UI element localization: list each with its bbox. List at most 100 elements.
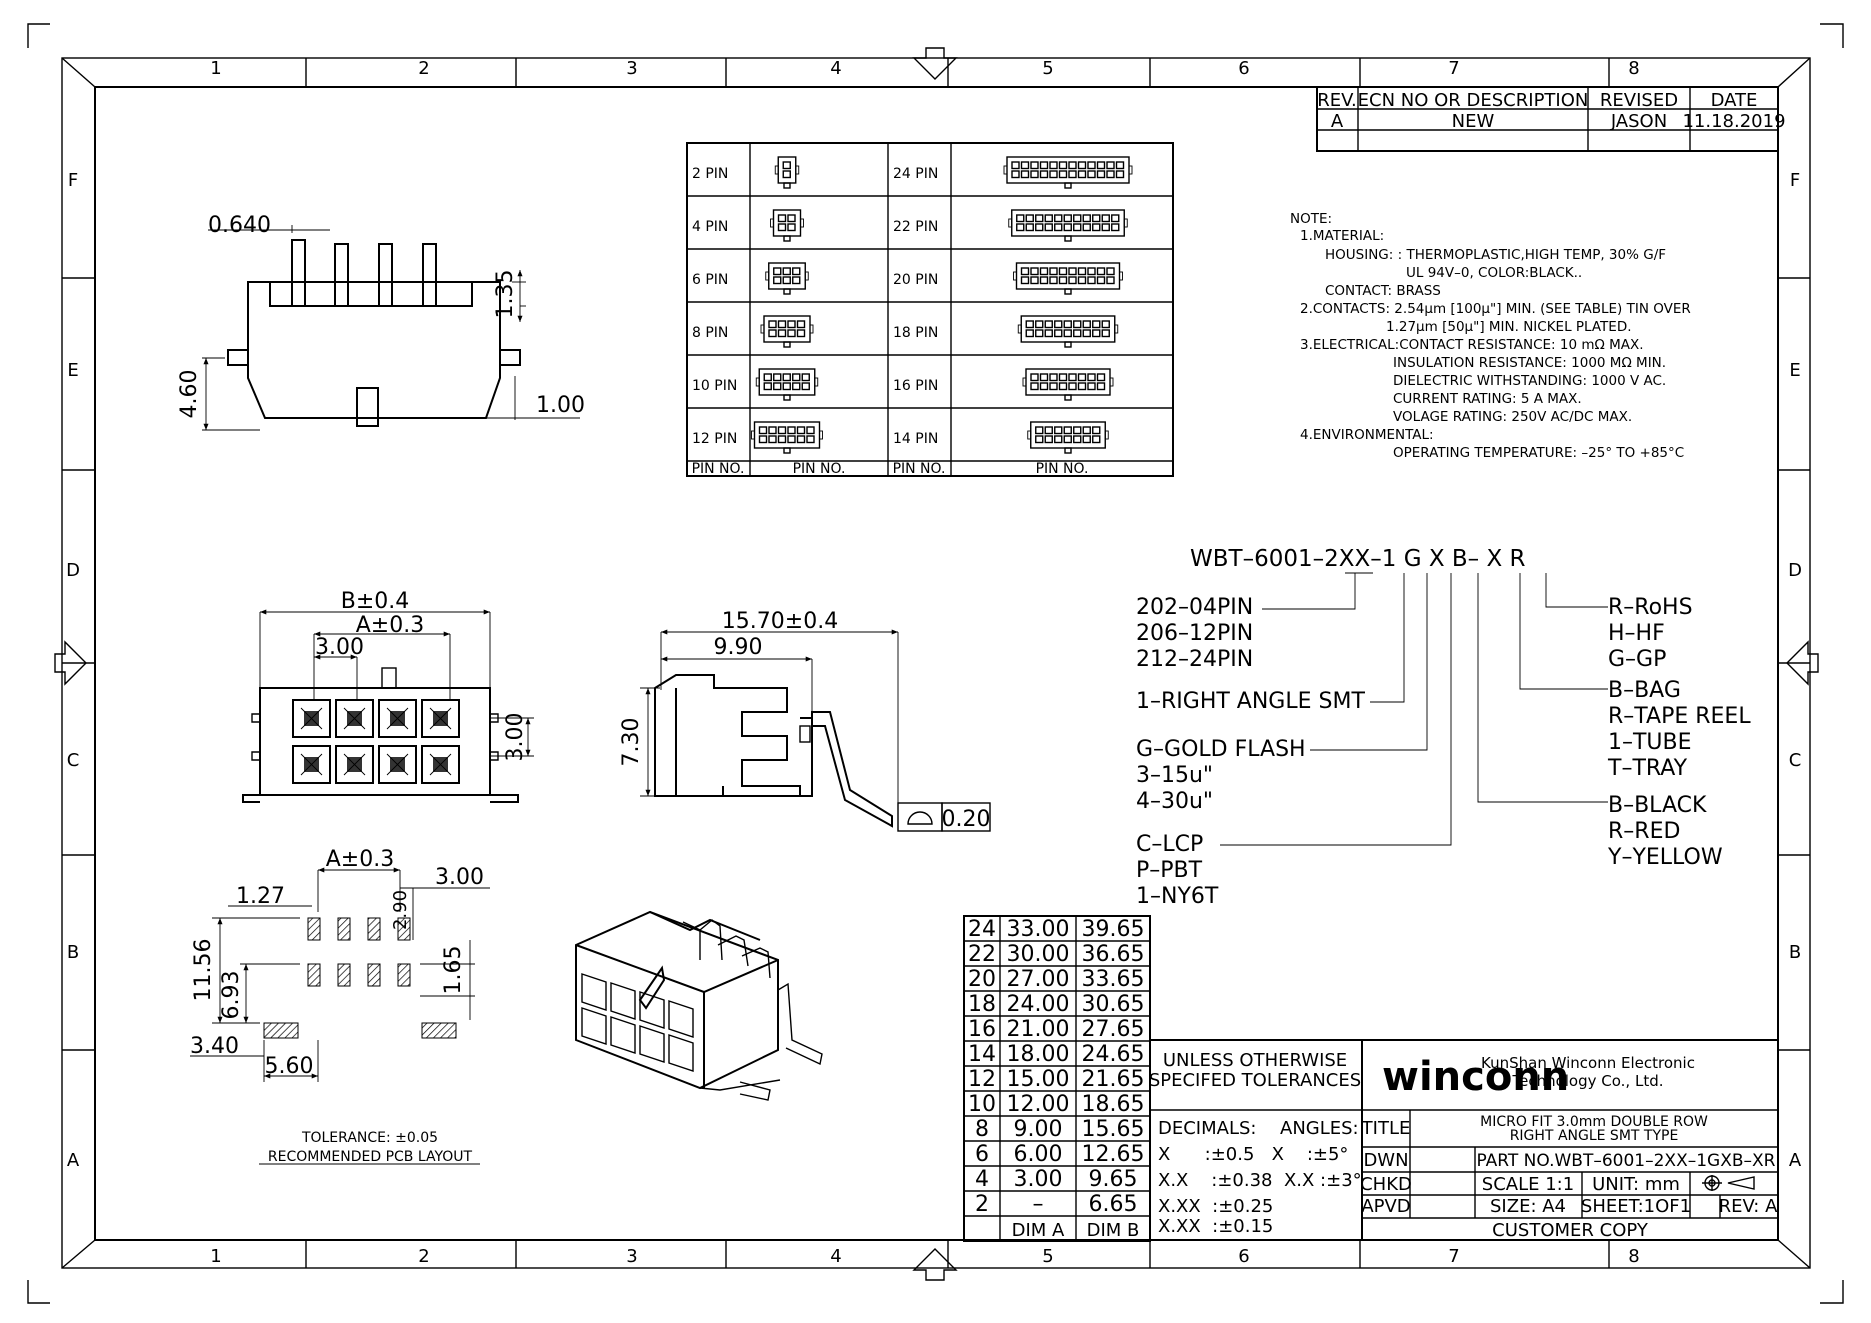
row-label: E [1789, 360, 1800, 381]
iso-cavity [668, 1034, 694, 1072]
pin-label: 22 PIN [893, 219, 938, 235]
size-value: SIZE: A4 [1490, 1196, 1566, 1217]
pcb-pad [307, 963, 321, 987]
frame-chamfers [61, 57, 1811, 1269]
note-line: CURRENT RATING: 5 A MAX. [1393, 391, 1582, 407]
dim-table-cell: 30.00 [1007, 942, 1070, 967]
date-header: DATE [1711, 90, 1758, 111]
dim-table-cell: 10 [968, 1092, 996, 1117]
row-label: D [66, 560, 80, 581]
center-arrow-bottom-icon [912, 1248, 958, 1281]
dim-460: 4.60 [177, 370, 202, 419]
dim-table-cell: 15.65 [1082, 1117, 1145, 1142]
customer-copy: CUSTOMER COPY [1492, 1220, 1649, 1241]
title-line-1: MICRO FIT 3.0mm DOUBLE ROW [1480, 1114, 1708, 1130]
part-code: WBT–6001–2XX–1 G X B– X R 202–04PIN 206–… [1136, 546, 1751, 909]
revised-header: REVISED [1600, 90, 1678, 111]
contact-cavity [378, 745, 417, 784]
col-label: 8 [1628, 1246, 1639, 1267]
pcb-dim-560: 5.60 [265, 1054, 314, 1079]
row-label: D [1788, 560, 1802, 581]
dim-table-cell: 16 [968, 1017, 996, 1042]
dim-table-cell: 20 [968, 967, 996, 992]
contact-cavity [335, 745, 374, 784]
tol-line: X.X :±0.38 X.X :±3° [1158, 1170, 1362, 1191]
contact-cavity [378, 699, 417, 738]
pcb-pad [397, 963, 411, 987]
brand-logo: winconn [1382, 1054, 1569, 1100]
pcb-dim-290: 2.90 [390, 890, 411, 930]
code-option: G–GOLD FLASH [1136, 737, 1306, 762]
connector-thumbnail-icon [1017, 315, 1119, 348]
col-label: 8 [1628, 58, 1639, 79]
revised-value: JASON [1610, 111, 1667, 132]
dim-0640: 0.640 [208, 213, 271, 238]
iso-cavity [610, 1016, 636, 1054]
dim-table-cell: 9.00 [1014, 1117, 1063, 1142]
col-label: 6 [1238, 58, 1249, 79]
tol-decimals: DECIMALS: [1158, 1118, 1256, 1139]
notes-block: NOTE: 1.MATERIAL: HOUSING: : THERMOPLAST… [1290, 211, 1691, 461]
col-label: 3 [626, 58, 637, 79]
col-label: 4 [830, 1246, 841, 1267]
pcb-pad [397, 917, 411, 941]
dim-table-cell: 12.65 [1082, 1142, 1145, 1167]
dim-table-cell: 6.65 [1089, 1192, 1138, 1217]
dim-table-cell: 15.00 [1007, 1067, 1070, 1092]
code-option: 3–15u" [1136, 763, 1213, 788]
front-view: B±0.4 A±0.3 3.00 3.00 [242, 589, 534, 803]
pin-label: 18 PIN [893, 325, 938, 341]
connector-thumbnail-icon [1003, 156, 1133, 189]
pin-table: 2 PIN 4 PIN 6 PIN 8 PIN 10 PIN 12 PIN 24… [686, 142, 1174, 477]
dim-table-cell: 24 [968, 917, 996, 942]
row-label: B [1789, 942, 1801, 963]
note-line: VOLAGE RATING: 250V AC/DC MAX. [1393, 409, 1632, 425]
code-option: R–RED [1608, 819, 1680, 844]
dim-table-cell: 9.65 [1089, 1167, 1138, 1192]
row-label: A [67, 1150, 80, 1171]
note-line: DIELECTRIC WITHSTANDING: 1000 V AC. [1393, 373, 1666, 389]
connector-thumbnail-icon [751, 421, 823, 454]
col-label: 3 [626, 1246, 637, 1267]
corner-marks [27, 23, 1844, 1304]
apvd-label: APVD [1361, 1196, 1410, 1217]
col-label: 6 [1238, 1246, 1249, 1267]
code-option: 1–RIGHT ANGLE SMT [1136, 689, 1365, 714]
projection-symbol-icon [1702, 1175, 1755, 1191]
row-label: E [67, 360, 78, 381]
title-line-2: RIGHT ANGLE SMT TYPE [1510, 1128, 1679, 1144]
center-arrow-top-icon [912, 47, 958, 80]
row-label: F [68, 170, 78, 191]
note-line: 3.ELECTRICAL:CONTACT RESISTANCE: 10 mΩ M… [1300, 337, 1644, 353]
iso-cavity [668, 1000, 694, 1038]
pcb-tolerance: TOLERANCE: ±0.05 [301, 1130, 438, 1146]
note-line: CONTACT: BRASS [1325, 283, 1441, 299]
row-label: B [67, 942, 79, 963]
code-option: G–GP [1608, 647, 1666, 672]
pcb-pad [337, 917, 351, 941]
iso-cavity [610, 982, 636, 1020]
col-label: 7 [1448, 58, 1459, 79]
note-line: 1.27μm [50μ"] MIN. NICKEL PLATED. [1386, 319, 1632, 335]
dim-table-cell: 2 [975, 1192, 989, 1217]
code-option: B–BLACK [1608, 793, 1707, 818]
pcb-caption: RECOMMENDED PCB LAYOUT [268, 1149, 473, 1165]
connector-thumbnail-icon [774, 156, 800, 189]
code-option: T–TRAY [1607, 756, 1688, 781]
note-line: 4.ENVIRONMENTAL: [1300, 427, 1434, 443]
tol-heading-2: SPECIFED TOLERANCES [1149, 1070, 1361, 1091]
connector-thumbnail-icon [765, 262, 809, 295]
pin-footer: PIN NO. [793, 461, 846, 477]
pcb-pad [367, 963, 381, 987]
pin-label: 8 PIN [692, 325, 728, 341]
ecn-header: ECN NO OR DESCRIPTION [1358, 90, 1589, 111]
connector-thumbnail-icon [760, 315, 814, 348]
iso-cavity [581, 973, 607, 1011]
col-label: 5 [1042, 1246, 1053, 1267]
flatness-value: 0.20 [942, 807, 991, 832]
dim-table-footer: DIM A [1012, 1220, 1065, 1241]
pcb-dim-127: 1.27 [236, 884, 285, 909]
side-view: 0.640 1.35 4.60 1.00 [177, 213, 585, 431]
sheet-value: SHEET:1OF1 [1581, 1196, 1691, 1217]
